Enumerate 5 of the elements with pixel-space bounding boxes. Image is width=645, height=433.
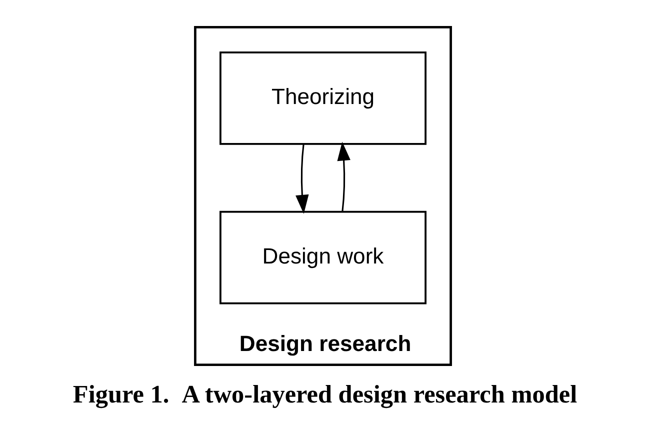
caption: Figure 1. A two-layered design research model [72,381,577,408]
arrow [295,144,308,214]
node-box: Design work [219,210,426,304]
node-box: Theorizing [219,51,426,145]
arrow [336,142,350,212]
